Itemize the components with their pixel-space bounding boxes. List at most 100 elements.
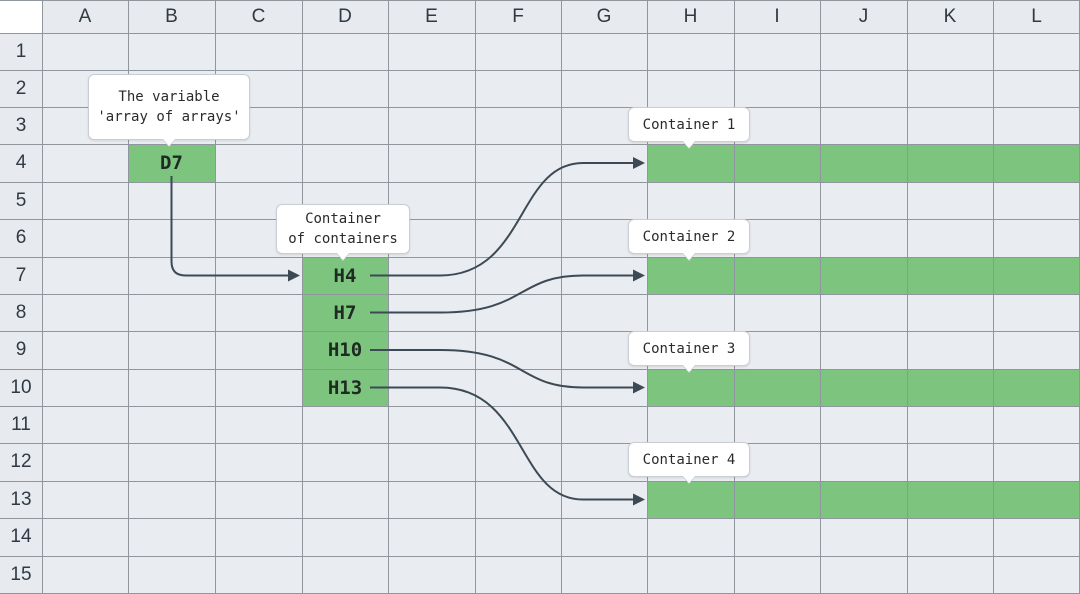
cell-j10[interactable] xyxy=(820,369,907,406)
cell-i2[interactable] xyxy=(734,70,820,107)
cell-b11[interactable] xyxy=(128,406,215,443)
cell-a12[interactable] xyxy=(42,443,128,481)
cell-d13[interactable] xyxy=(302,481,388,518)
cell-j12[interactable] xyxy=(820,443,907,481)
cell-e8[interactable] xyxy=(388,294,475,331)
cell-b5[interactable] xyxy=(128,182,215,219)
cell-i14[interactable] xyxy=(734,518,820,556)
row-header-10[interactable]: 10 xyxy=(0,369,42,406)
cell-k4[interactable] xyxy=(907,144,993,182)
cell-b4[interactable] xyxy=(128,144,215,182)
cell-i7[interactable] xyxy=(734,257,820,294)
column-header-a[interactable]: A xyxy=(42,0,128,33)
cell-c13[interactable] xyxy=(215,481,302,518)
row-header-9[interactable]: 9 xyxy=(0,331,42,369)
cell-h10[interactable] xyxy=(647,369,734,406)
row-header-2[interactable]: 2 xyxy=(0,70,42,107)
cell-k9[interactable] xyxy=(907,331,993,369)
column-header-d[interactable]: D xyxy=(302,0,388,33)
cell-c15[interactable] xyxy=(215,556,302,594)
cell-l2[interactable] xyxy=(993,70,1080,107)
cell-b1[interactable] xyxy=(128,33,215,70)
cell-d14[interactable] xyxy=(302,518,388,556)
column-header-e[interactable]: E xyxy=(388,0,475,33)
cell-a9[interactable] xyxy=(42,331,128,369)
cell-c14[interactable] xyxy=(215,518,302,556)
cell-e11[interactable] xyxy=(388,406,475,443)
cell-a7[interactable] xyxy=(42,257,128,294)
cell-l6[interactable] xyxy=(993,219,1080,257)
cell-e3[interactable] xyxy=(388,107,475,144)
cell-e14[interactable] xyxy=(388,518,475,556)
column-header-g[interactable]: G xyxy=(561,0,647,33)
cell-j3[interactable] xyxy=(820,107,907,144)
cell-l12[interactable] xyxy=(993,443,1080,481)
row-header-4[interactable]: 4 xyxy=(0,144,42,182)
cell-g13[interactable] xyxy=(561,481,647,518)
cell-h1[interactable] xyxy=(647,33,734,70)
cell-l7[interactable] xyxy=(993,257,1080,294)
cell-l10[interactable] xyxy=(993,369,1080,406)
cell-f15[interactable] xyxy=(475,556,561,594)
cell-f9[interactable] xyxy=(475,331,561,369)
cell-b10[interactable] xyxy=(128,369,215,406)
cell-l4[interactable] xyxy=(993,144,1080,182)
row-header-1[interactable]: 1 xyxy=(0,33,42,70)
cell-k5[interactable] xyxy=(907,182,993,219)
cell-k2[interactable] xyxy=(907,70,993,107)
cell-g8[interactable] xyxy=(561,294,647,331)
cell-i1[interactable] xyxy=(734,33,820,70)
cell-f14[interactable] xyxy=(475,518,561,556)
cell-f4[interactable] xyxy=(475,144,561,182)
cell-a5[interactable] xyxy=(42,182,128,219)
cell-k6[interactable] xyxy=(907,219,993,257)
cell-a11[interactable] xyxy=(42,406,128,443)
cell-c9[interactable] xyxy=(215,331,302,369)
cell-i10[interactable] xyxy=(734,369,820,406)
cell-c1[interactable] xyxy=(215,33,302,70)
cell-f2[interactable] xyxy=(475,70,561,107)
cell-g5[interactable] xyxy=(561,182,647,219)
column-header-b[interactable]: B xyxy=(128,0,215,33)
cell-e7[interactable] xyxy=(388,257,475,294)
cell-j5[interactable] xyxy=(820,182,907,219)
cell-l9[interactable] xyxy=(993,331,1080,369)
cell-j15[interactable] xyxy=(820,556,907,594)
cell-l14[interactable] xyxy=(993,518,1080,556)
cell-k1[interactable] xyxy=(907,33,993,70)
cell-a14[interactable] xyxy=(42,518,128,556)
cell-g4[interactable] xyxy=(561,144,647,182)
cell-b6[interactable] xyxy=(128,219,215,257)
cell-l1[interactable] xyxy=(993,33,1080,70)
cell-f7[interactable] xyxy=(475,257,561,294)
cell-f10[interactable] xyxy=(475,369,561,406)
cell-e12[interactable] xyxy=(388,443,475,481)
cell-a8[interactable] xyxy=(42,294,128,331)
cell-g2[interactable] xyxy=(561,70,647,107)
cell-f13[interactable] xyxy=(475,481,561,518)
cell-l15[interactable] xyxy=(993,556,1080,594)
row-header-8[interactable]: 8 xyxy=(0,294,42,331)
row-header-11[interactable]: 11 xyxy=(0,406,42,443)
cell-i15[interactable] xyxy=(734,556,820,594)
cell-f8[interactable] xyxy=(475,294,561,331)
cell-k10[interactable] xyxy=(907,369,993,406)
cell-d15[interactable] xyxy=(302,556,388,594)
row-header-3[interactable]: 3 xyxy=(0,107,42,144)
select-all-corner[interactable] xyxy=(0,0,42,33)
cell-h15[interactable] xyxy=(647,556,734,594)
cell-h7[interactable] xyxy=(647,257,734,294)
column-header-k[interactable]: K xyxy=(907,0,993,33)
cell-h5[interactable] xyxy=(647,182,734,219)
cell-c10[interactable] xyxy=(215,369,302,406)
cell-f6[interactable] xyxy=(475,219,561,257)
cell-c8[interactable] xyxy=(215,294,302,331)
cell-k14[interactable] xyxy=(907,518,993,556)
cell-b13[interactable] xyxy=(128,481,215,518)
row-header-7[interactable]: 7 xyxy=(0,257,42,294)
row-header-12[interactable]: 12 xyxy=(0,443,42,481)
cell-j2[interactable] xyxy=(820,70,907,107)
cell-e10[interactable] xyxy=(388,369,475,406)
cell-i5[interactable] xyxy=(734,182,820,219)
cell-a10[interactable] xyxy=(42,369,128,406)
